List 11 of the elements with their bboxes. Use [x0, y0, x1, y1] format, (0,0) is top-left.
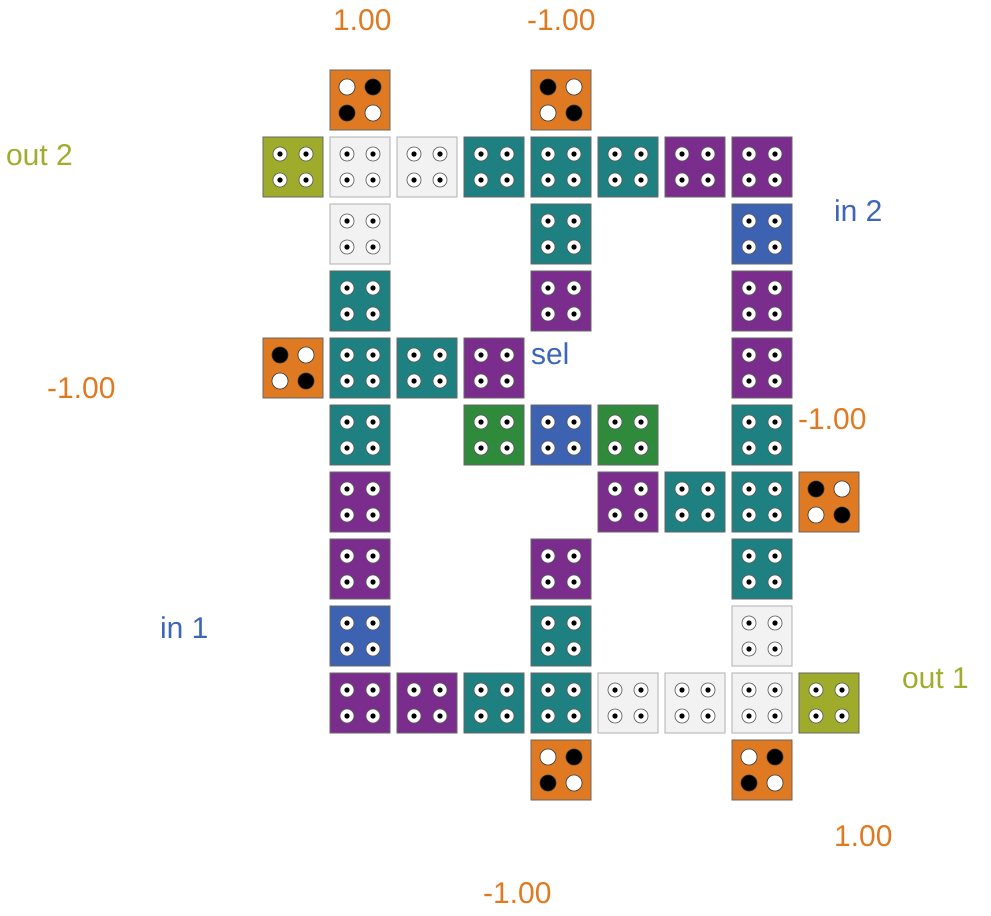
value-label: -1.00 [483, 877, 552, 911]
value-label: -1.00 [527, 4, 596, 38]
value-label: -1.00 [47, 372, 116, 406]
input-label: in 2 [834, 195, 882, 229]
value-label: 1.00 [333, 4, 392, 38]
select-label: sel [531, 338, 570, 372]
value-label: 1.00 [834, 820, 892, 854]
output-label: out 2 [6, 139, 73, 173]
output-label: out 1 [902, 662, 969, 696]
input-label: in 1 [160, 612, 208, 646]
value-label: -1.00 [798, 403, 866, 437]
